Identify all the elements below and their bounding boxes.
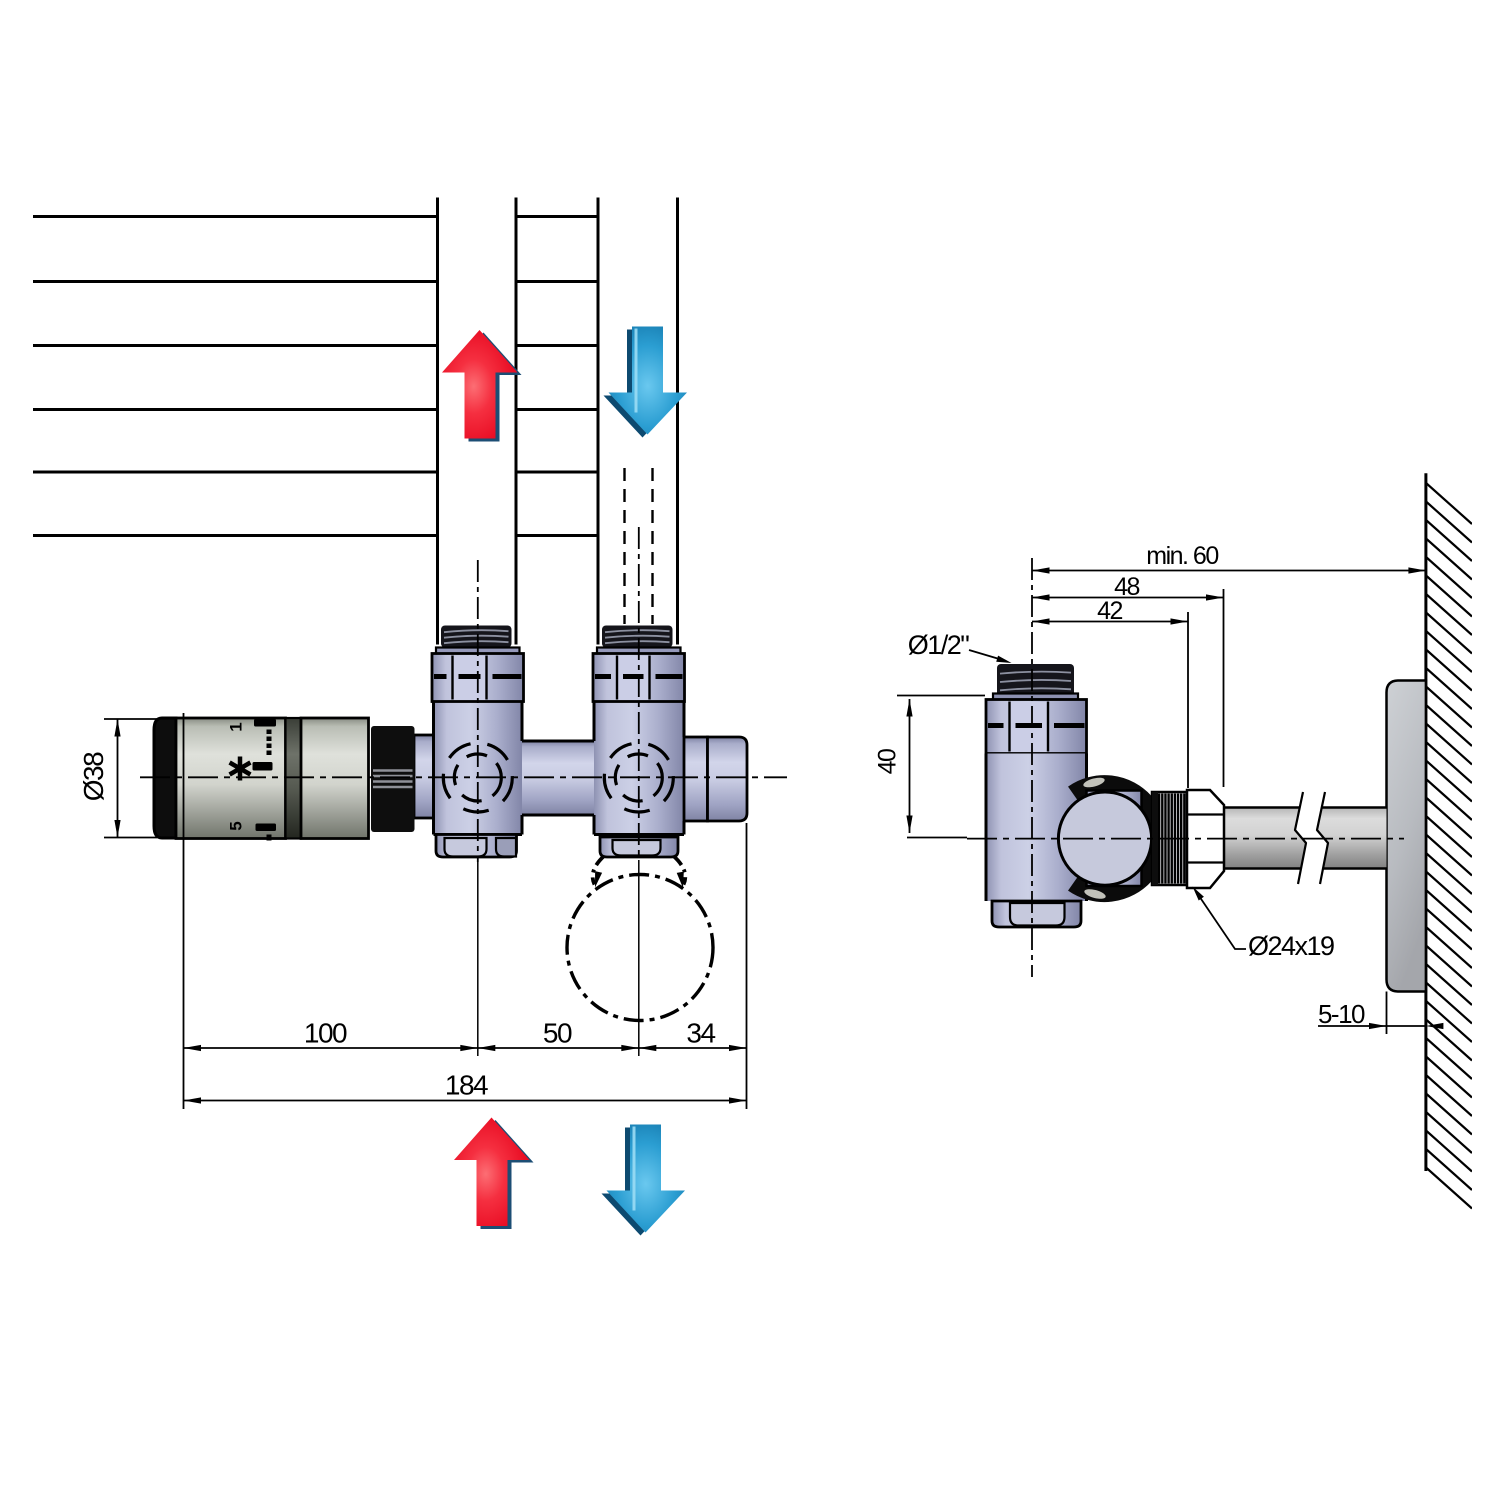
svg-text:5-10: 5-10	[1318, 999, 1365, 1029]
svg-text:min. 60: min. 60	[1146, 542, 1218, 570]
svg-text:50: 50	[543, 1018, 572, 1049]
svg-text:5: 5	[227, 821, 246, 830]
svg-text:42: 42	[1097, 597, 1122, 625]
svg-text:Ø1/2": Ø1/2"	[908, 630, 970, 660]
svg-text:100: 100	[304, 1018, 347, 1049]
svg-text:Ø24x19: Ø24x19	[1248, 931, 1334, 961]
svg-text:Ø38: Ø38	[78, 752, 109, 801]
svg-text:40: 40	[874, 749, 902, 774]
svg-text:184: 184	[445, 1070, 488, 1101]
svg-text:34: 34	[686, 1018, 715, 1049]
svg-text:48: 48	[1114, 573, 1139, 601]
svg-text:1: 1	[227, 722, 246, 731]
